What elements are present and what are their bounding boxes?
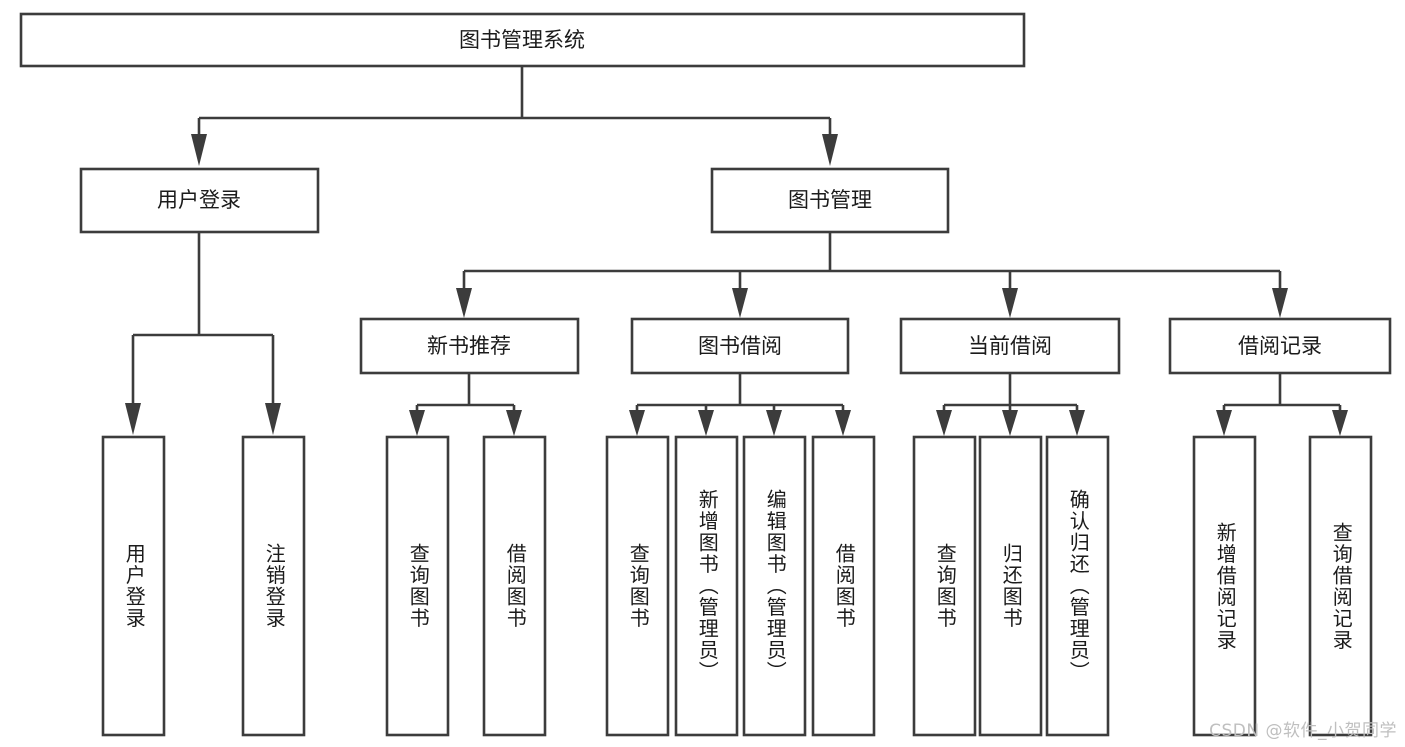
node-user-login-box[interactable]: [79, 167, 320, 234]
node-borrow-record[interactable]: 借阅记录: [1168, 317, 1392, 375]
leaf-box-3[interactable]: [482, 435, 547, 737]
arrow-to-book-mgmt: [822, 134, 838, 166]
leaf-box-11[interactable]: [1192, 435, 1257, 737]
node-current-borrow[interactable]: 当前借阅: [899, 317, 1121, 375]
leaf-box-12[interactable]: [1308, 435, 1373, 737]
connector-book-mgmt-to-level3: [456, 232, 1288, 318]
arrow-to-user-login: [191, 134, 207, 166]
leaf-box-5[interactable]: [674, 435, 739, 737]
node-book-management-label: 图书管理: [788, 188, 872, 212]
node-root[interactable]: 图书管理系统: [19, 12, 1026, 68]
leaf-box-0[interactable]: [101, 435, 166, 737]
node-user-login-label: 用户登录: [157, 188, 241, 212]
leaf-box-9[interactable]: [978, 435, 1043, 737]
node-root-label: 图书管理系统: [459, 28, 585, 52]
connector-borrow-record-to-leaves: [1216, 373, 1348, 436]
leaf-box-7[interactable]: [811, 435, 876, 737]
connector-new-book-recommend-to-leaves: [409, 373, 522, 436]
node-book-borrow-label: 图书借阅: [698, 334, 782, 358]
leaf-box-4[interactable]: [605, 435, 670, 737]
leaf-box-2[interactable]: [385, 435, 450, 737]
leaf-box-10[interactable]: [1045, 435, 1110, 737]
leaf-box-1[interactable]: [241, 435, 306, 737]
csdn-watermark: CSDN @软件_小贺同学: [1209, 721, 1397, 741]
connector-root-to-level2: [191, 66, 838, 166]
leaf-boxes: [101, 435, 1373, 737]
node-new-book-recommend-box[interactable]: [359, 317, 580, 375]
node-borrow-record-label: 借阅记录: [1238, 334, 1322, 358]
node-book-borrow[interactable]: 图书借阅: [630, 317, 850, 375]
node-book-management[interactable]: 图书管理: [710, 167, 950, 234]
leaf-box-6[interactable]: [742, 435, 807, 737]
leaf-box-8[interactable]: [912, 435, 977, 737]
node-new-book-recommend[interactable]: 新书推荐: [359, 317, 580, 375]
connector-book-borrow-to-leaves: [629, 373, 851, 436]
node-new-book-recommend-label: 新书推荐: [427, 334, 511, 358]
node-current-borrow-box[interactable]: [899, 317, 1121, 375]
node-root-box[interactable]: [19, 12, 1026, 68]
node-user-login[interactable]: 用户登录: [79, 167, 320, 234]
connector-user-login-to-leaves: [125, 232, 281, 435]
node-current-borrow-label: 当前借阅: [968, 334, 1052, 358]
connector-current-borrow-to-leaves: [936, 373, 1085, 436]
